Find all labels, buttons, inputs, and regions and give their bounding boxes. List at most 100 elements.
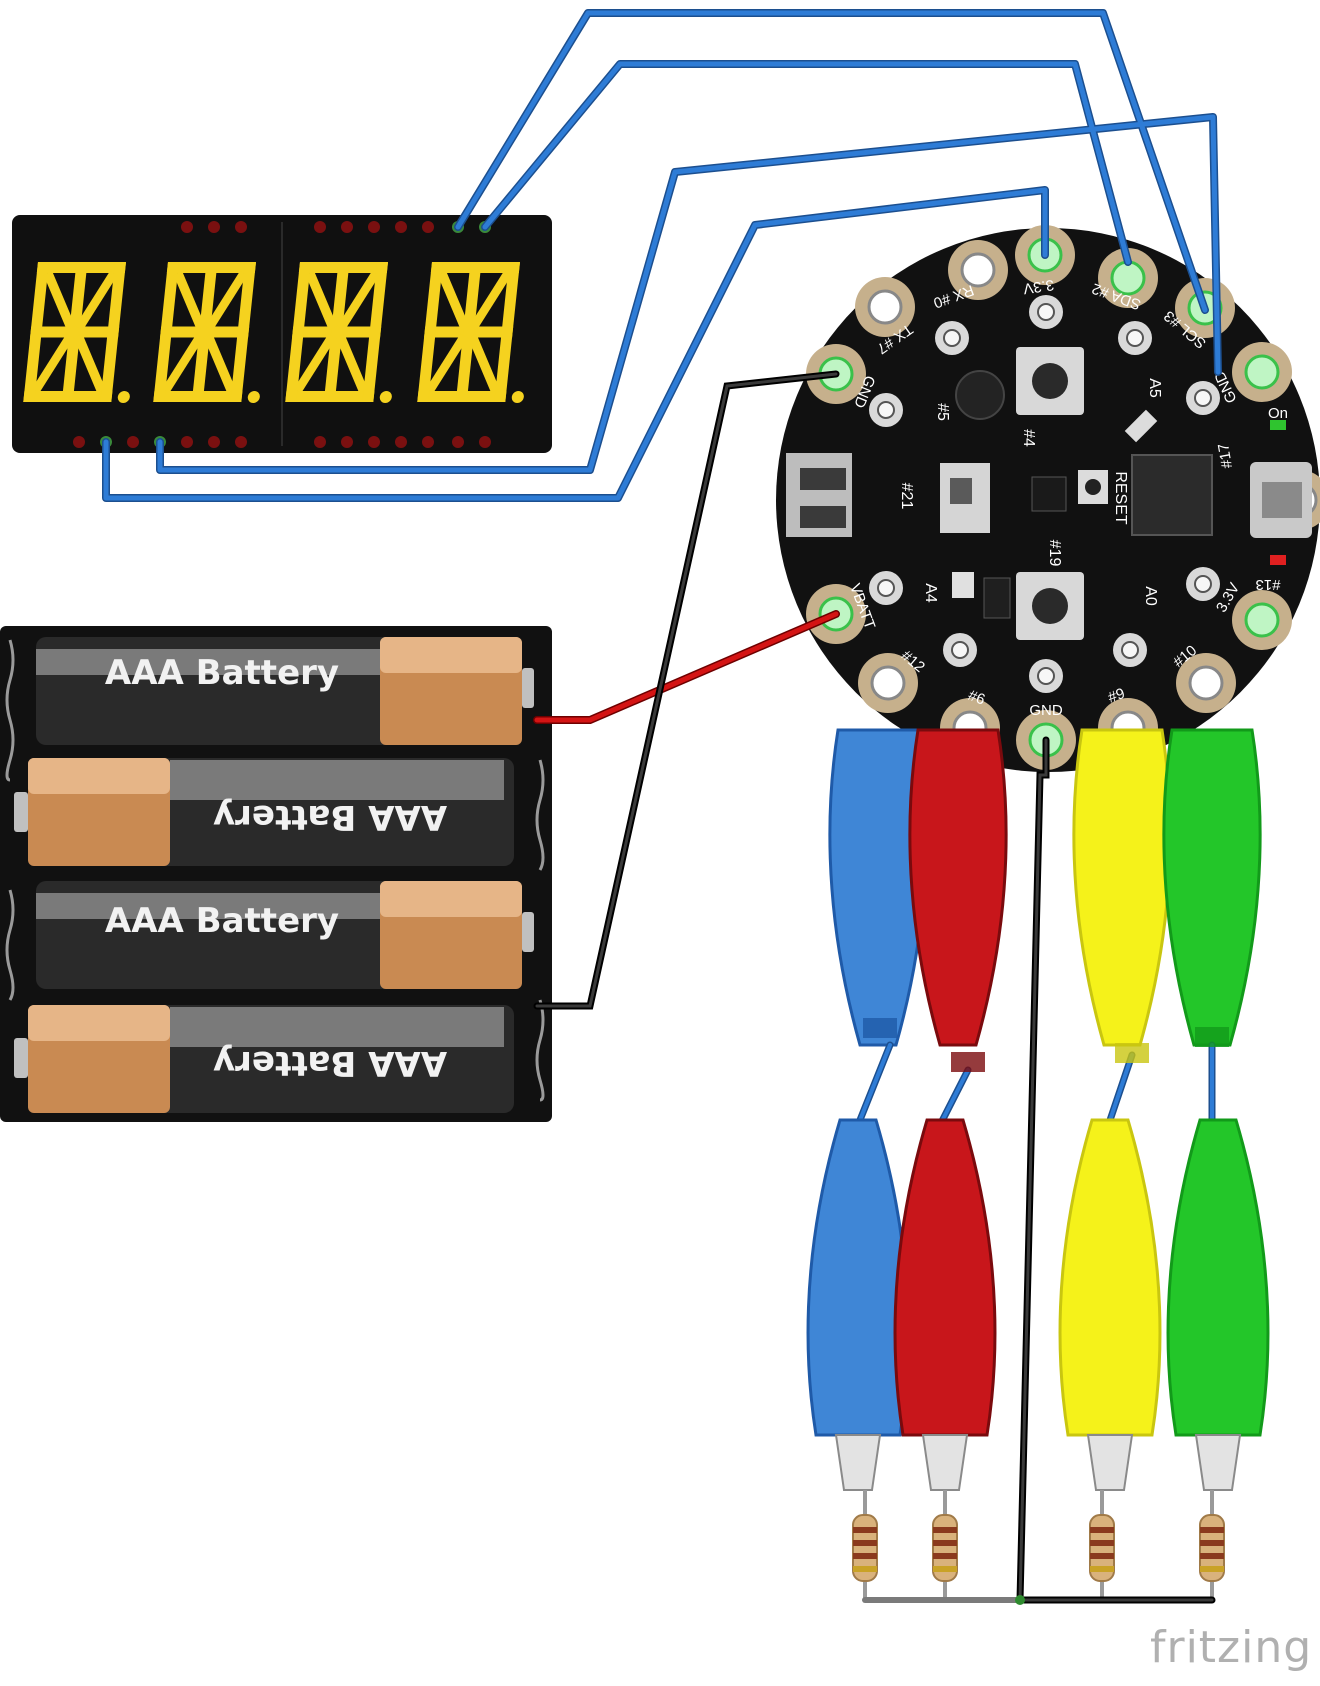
label-a0: A0 (1142, 586, 1159, 606)
display-digit (23, 262, 130, 403)
resistor (1089, 1490, 1115, 1600)
battery-cell-3-label: AAA Battery (105, 901, 339, 941)
alphanumeric-display (12, 215, 552, 453)
display-digits (23, 262, 524, 403)
resistor (1199, 1490, 1225, 1600)
clip-jaw (1086, 1434, 1134, 1491)
clip-band (1195, 1027, 1229, 1047)
display-segment (153, 332, 172, 402)
display-segment (205, 270, 248, 331)
label-4: #4 (1020, 429, 1037, 447)
neopixel-lens (1037, 667, 1055, 685)
display-segment (292, 262, 311, 332)
pin-label-17: #17 (1215, 442, 1236, 470)
display-segment (463, 262, 482, 332)
display-segment (362, 332, 381, 402)
display-segment (285, 332, 304, 402)
board-pad-hole (870, 665, 906, 701)
display-segment (100, 332, 119, 402)
alligator-clip (893, 1118, 997, 1437)
display-decimal-point (511, 391, 524, 403)
alligator-clip (908, 728, 1008, 1047)
label-a4: A4 (922, 583, 939, 603)
alligator-clip (1162, 728, 1262, 1047)
display-segment (173, 270, 206, 331)
clip-jaw (921, 1434, 969, 1491)
display-segment (237, 262, 256, 332)
battery-cell-2: AAA Battery (14, 758, 514, 866)
display-segment (160, 262, 179, 332)
board-pad-hole (1244, 602, 1280, 638)
ground-bus (862, 1595, 1216, 1605)
board-neopixels (869, 295, 1220, 693)
pin-label-9: #9 (1106, 685, 1127, 707)
neopixel-lens (943, 329, 961, 347)
display-segment (305, 270, 338, 331)
alligator-clip (1072, 728, 1172, 1047)
battery-cell-1: AAA Battery (36, 637, 534, 745)
label-21: #21 (898, 483, 915, 510)
fritzing-watermark: fritzing (1150, 1622, 1312, 1673)
alligator-clips (806, 728, 1270, 1491)
resistors (852, 1490, 1225, 1600)
display-segment (494, 332, 513, 402)
clip-jaw (834, 1434, 882, 1491)
display-segment (43, 270, 76, 331)
battery-cell-2-label: AAA Battery (213, 797, 447, 837)
board-pad-hole (1244, 354, 1280, 390)
display-segment (336, 333, 368, 394)
label-19: #19 (1046, 540, 1063, 567)
power-wires (533, 370, 1050, 1604)
label-5: #5 (934, 403, 951, 421)
display-segment (437, 270, 470, 331)
display-segment (369, 262, 388, 332)
neopixel-lens (1194, 575, 1212, 593)
display-digit (417, 262, 524, 403)
display-segment (417, 332, 436, 402)
neopixel-lens (951, 641, 969, 659)
alligator-clip (1058, 1118, 1162, 1437)
display-segment (230, 332, 249, 402)
display-segment (30, 262, 49, 332)
battery-cell-4-label: AAA Battery (213, 1043, 447, 1083)
display-segment (69, 262, 88, 332)
label-reset: RESET (1112, 471, 1129, 525)
display-digit (285, 262, 392, 403)
battery-cell-3: AAA Battery (36, 881, 534, 989)
clip-band (863, 1018, 897, 1038)
board-components (786, 347, 1312, 640)
neopixel-lens (877, 401, 895, 419)
display-segment (204, 333, 236, 394)
display-segment (425, 333, 468, 394)
display-segment (74, 333, 106, 394)
display-decimal-point (117, 391, 130, 403)
battery-cell-1-label: AAA Battery (105, 653, 339, 693)
display-segment (31, 333, 74, 394)
display-segment (61, 332, 81, 402)
clip-link-wire (938, 1068, 970, 1127)
display-segment (293, 333, 336, 394)
resistor (852, 1490, 878, 1600)
display-digit (153, 262, 260, 403)
display-segment (191, 332, 211, 402)
pin-label-13: #13 (1255, 576, 1280, 593)
display-decimal-point (379, 391, 392, 403)
display-segment (23, 332, 42, 402)
display-segment (424, 262, 443, 332)
board-pad-hole (867, 289, 903, 325)
clip-link-wire (858, 1043, 892, 1122)
circuit-playground-board: RX #0 3.3V SDA #2 SCL #3 GND TX #7 GND V… (776, 225, 1320, 772)
alligator-clip (1166, 1118, 1270, 1437)
neopixel-lens (1121, 641, 1139, 659)
neopixel-lens (1194, 389, 1212, 407)
display-segment (323, 332, 343, 402)
board-pad-hole (1188, 665, 1224, 701)
clip-jaw (1194, 1434, 1242, 1491)
display-segment (337, 270, 380, 331)
alligator-clip (806, 1118, 910, 1437)
battery-springs (5, 639, 545, 1102)
pin-label-gnd-bottom: GND (1029, 702, 1063, 719)
display-segment (331, 262, 350, 332)
display-segment (455, 332, 475, 402)
